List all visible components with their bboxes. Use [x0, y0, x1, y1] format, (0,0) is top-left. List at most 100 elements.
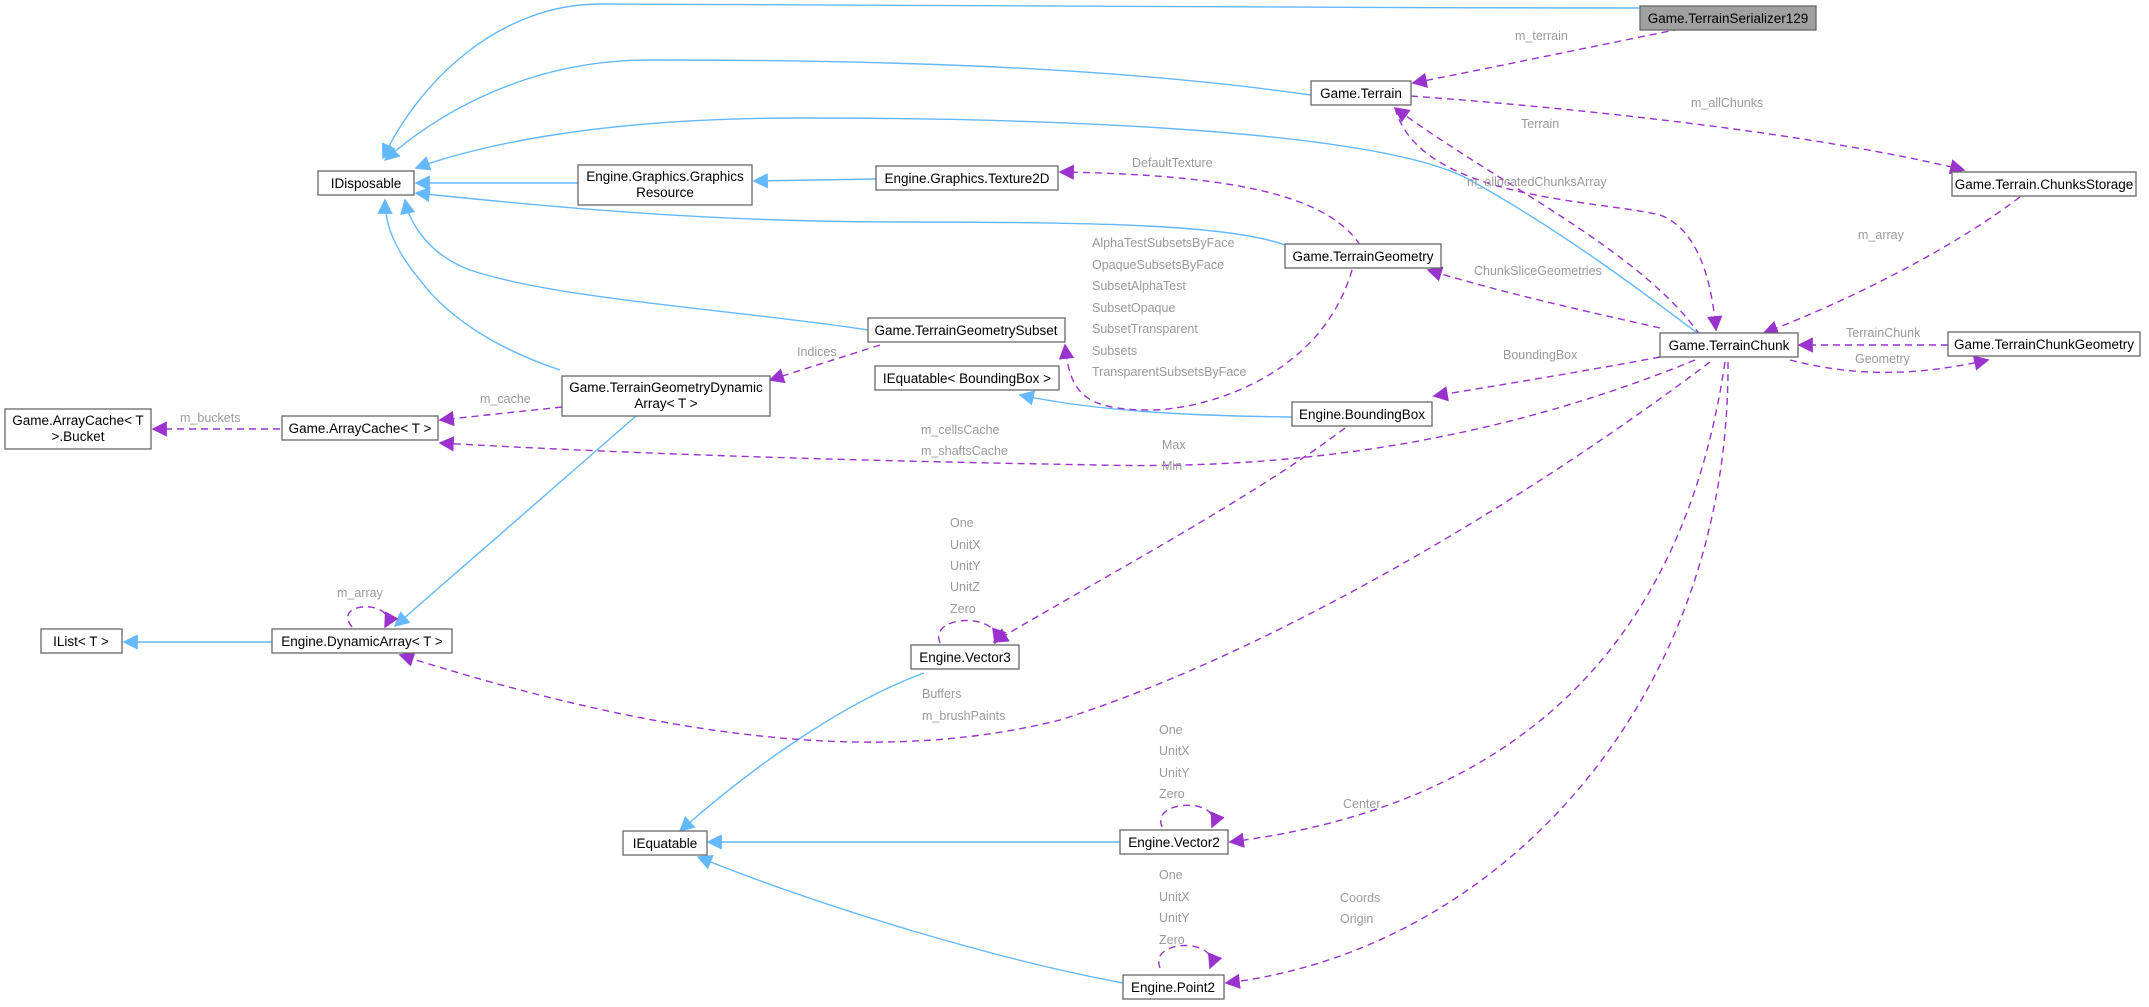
node-array-cache[interactable]: Game.ArrayCache< T > [281, 415, 439, 441]
node-chunks-storage-label: Game.Terrain.ChunksStorage [1955, 177, 2134, 192]
label-subset-3: SubsetAlphaTest [1092, 279, 1186, 293]
edge-chunk-geometry-slices [1426, 266, 1661, 329]
label-m-cache: m_cache [480, 392, 531, 406]
label-geometry: Geometry [1855, 352, 1911, 366]
node-array-cache-bucket-label-2: >.Bucket [52, 429, 105, 444]
node-terrain-geometry[interactable]: Game.TerrainGeometry [1284, 243, 1442, 269]
label-m-brushpaints: m_brushPaints [922, 709, 1005, 723]
label-subset-5: SubsetTransparent [1092, 322, 1198, 336]
node-geometry-subset[interactable]: Game.TerrainGeometrySubset [867, 317, 1066, 343]
label-boundingbox: BoundingBox [1503, 348, 1578, 362]
node-geometry-dynamic[interactable]: Game.TerrainGeometryDynamic Array< T > [561, 375, 771, 417]
node-dynamic-array-label: Engine.DynamicArray< T > [281, 634, 443, 649]
edge-dynamic-to-dynamic-array [393, 415, 637, 628]
label-subset-4: SubsetOpaque [1092, 301, 1175, 315]
node-iequatable[interactable]: IEquatable [622, 830, 708, 856]
edge-chunk-terrain [1393, 107, 1701, 336]
label-v2-one: One [1159, 723, 1183, 737]
node-geometry-dynamic-label-2: Array< T > [634, 396, 697, 411]
label-subset-6: Subsets [1092, 344, 1137, 358]
edge-point2-to-iequatable [696, 855, 1124, 984]
label-subset-1: AlphaTestSubsetsByFace [1092, 236, 1234, 250]
node-idisposable-label: IDisposable [331, 176, 402, 191]
node-graphics-resource-label-2: Resource [636, 185, 694, 200]
label-p2-zero: Zero [1159, 933, 1185, 947]
edge-labels: m_terrain m_allChunks Terrain m_allocate… [180, 29, 1921, 947]
node-chunks-storage[interactable]: Game.Terrain.ChunksStorage [1951, 171, 2137, 197]
edge-chunk-bbox [1432, 356, 1661, 402]
node-vector3[interactable]: Engine.Vector3 [910, 644, 1020, 670]
label-defaulttexture: DefaultTexture [1132, 156, 1213, 170]
node-iequatable-bbox[interactable]: IEquatable< BoundingBox > [874, 365, 1060, 391]
node-texture2d-label: Engine.Graphics.Texture2D [884, 171, 1049, 186]
label-m-allchunks: m_allChunks [1691, 96, 1763, 110]
node-idisposable[interactable]: IDisposable [317, 170, 415, 196]
node-point2-label: Engine.Point2 [1131, 980, 1215, 995]
edge-point2-self [1158, 944, 1223, 970]
node-texture2d[interactable]: Engine.Graphics.Texture2D [875, 165, 1059, 191]
edge-bbox-vector3 [992, 427, 1346, 643]
node-terrain-serializer-label: Game.TerrainSerializer129 [1648, 11, 1809, 26]
node-terrain-chunk[interactable]: Game.TerrainChunk [1659, 332, 1799, 358]
label-m-array-self: m_array [337, 586, 384, 600]
edge-vector3-to-iequatable [678, 672, 925, 833]
node-terrain-serializer[interactable]: Game.TerrainSerializer129 [1639, 5, 1817, 31]
node-dynamic-array[interactable]: Engine.DynamicArray< T > [271, 628, 453, 654]
label-v2-unity: UnitY [1159, 766, 1190, 780]
node-terrain-chunk-geometry[interactable]: Game.TerrainChunkGeometry [1947, 331, 2141, 357]
edge-geometry-to-idisposable [414, 186, 1286, 246]
label-buffers: Buffers [922, 687, 961, 701]
nodes: Game.TerrainSerializer129 Game.Terrain I… [4, 5, 2141, 1000]
label-m-array-storage: m_array [1858, 228, 1905, 242]
node-bounding-box[interactable]: Engine.BoundingBox [1291, 401, 1433, 427]
label-v3-unitz: UnitZ [950, 580, 980, 594]
label-subset-2: OpaqueSubsetsByFace [1092, 258, 1224, 272]
label-v3-zero: Zero [950, 602, 976, 616]
edge-chunk-arraycache [438, 359, 1696, 467]
label-center: Center [1343, 797, 1381, 811]
edge-dynamic-arraycache [438, 406, 563, 427]
label-chunksliceg: ChunkSliceGeometries [1474, 264, 1602, 278]
edge-bbox-to-iequatable-bbox [1018, 390, 1293, 418]
node-ilist[interactable]: IList< T > [40, 628, 123, 654]
node-vector2-label: Engine.Vector2 [1128, 835, 1220, 850]
edge-terrain-chunk-allocated [1394, 107, 1723, 332]
label-p2-one: One [1159, 868, 1183, 882]
edge-dynamic-array-self [347, 606, 399, 629]
edge-serializer-terrain [1411, 28, 1681, 88]
label-origin: Origin [1340, 912, 1373, 926]
edge-chunk-vector2 [1228, 361, 1726, 848]
node-point2[interactable]: Engine.Point2 [1122, 974, 1225, 1000]
label-m-terrain: m_terrain [1515, 29, 1568, 43]
label-p2-unity: UnitY [1159, 911, 1190, 925]
node-vector3-label: Engine.Vector3 [919, 650, 1011, 665]
edge-geometry-texture [1058, 164, 1361, 246]
label-m-buckets: m_buckets [180, 411, 240, 425]
usage-edges [151, 28, 2021, 989]
label-m-cellscache: m_cellsCache [921, 423, 1000, 437]
label-subset-7: TransparentSubsetsByFace [1092, 365, 1247, 379]
node-array-cache-label: Game.ArrayCache< T > [289, 421, 432, 436]
edge-storage-chunk [1762, 196, 2021, 336]
label-v3-one: One [950, 516, 974, 530]
node-bounding-box-label: Engine.BoundingBox [1299, 407, 1425, 422]
node-graphics-resource[interactable]: Engine.Graphics.Graphics Resource [577, 164, 753, 206]
label-terrainchunk: TerrainChunk [1846, 326, 1921, 340]
node-geometry-subset-label: Game.TerrainGeometrySubset [874, 323, 1057, 338]
node-terrain[interactable]: Game.Terrain [1310, 80, 1412, 106]
label-min: Min [1162, 459, 1182, 473]
node-vector2[interactable]: Engine.Vector2 [1119, 829, 1229, 855]
node-terrain-chunk-label: Game.TerrainChunk [1669, 338, 1790, 353]
edge-terrain-to-idisposable [383, 59, 1312, 162]
node-array-cache-bucket[interactable]: Game.ArrayCache< T >.Bucket [4, 408, 152, 450]
edge-texture-to-graphics-resource [752, 173, 877, 189]
node-terrain-chunk-geometry-label: Game.TerrainChunkGeometry [1954, 337, 2134, 352]
node-array-cache-bucket-label-1: Game.ArrayCache< T [12, 413, 143, 428]
edge-serializer-to-idisposable [381, 3, 1641, 160]
node-ilist-label: IList< T > [53, 634, 109, 649]
edge-vector3-self [938, 619, 1007, 645]
label-terrain: Terrain [1521, 117, 1559, 131]
node-terrain-geometry-label: Game.TerrainGeometry [1292, 249, 1433, 264]
label-coords: Coords [1340, 891, 1380, 905]
